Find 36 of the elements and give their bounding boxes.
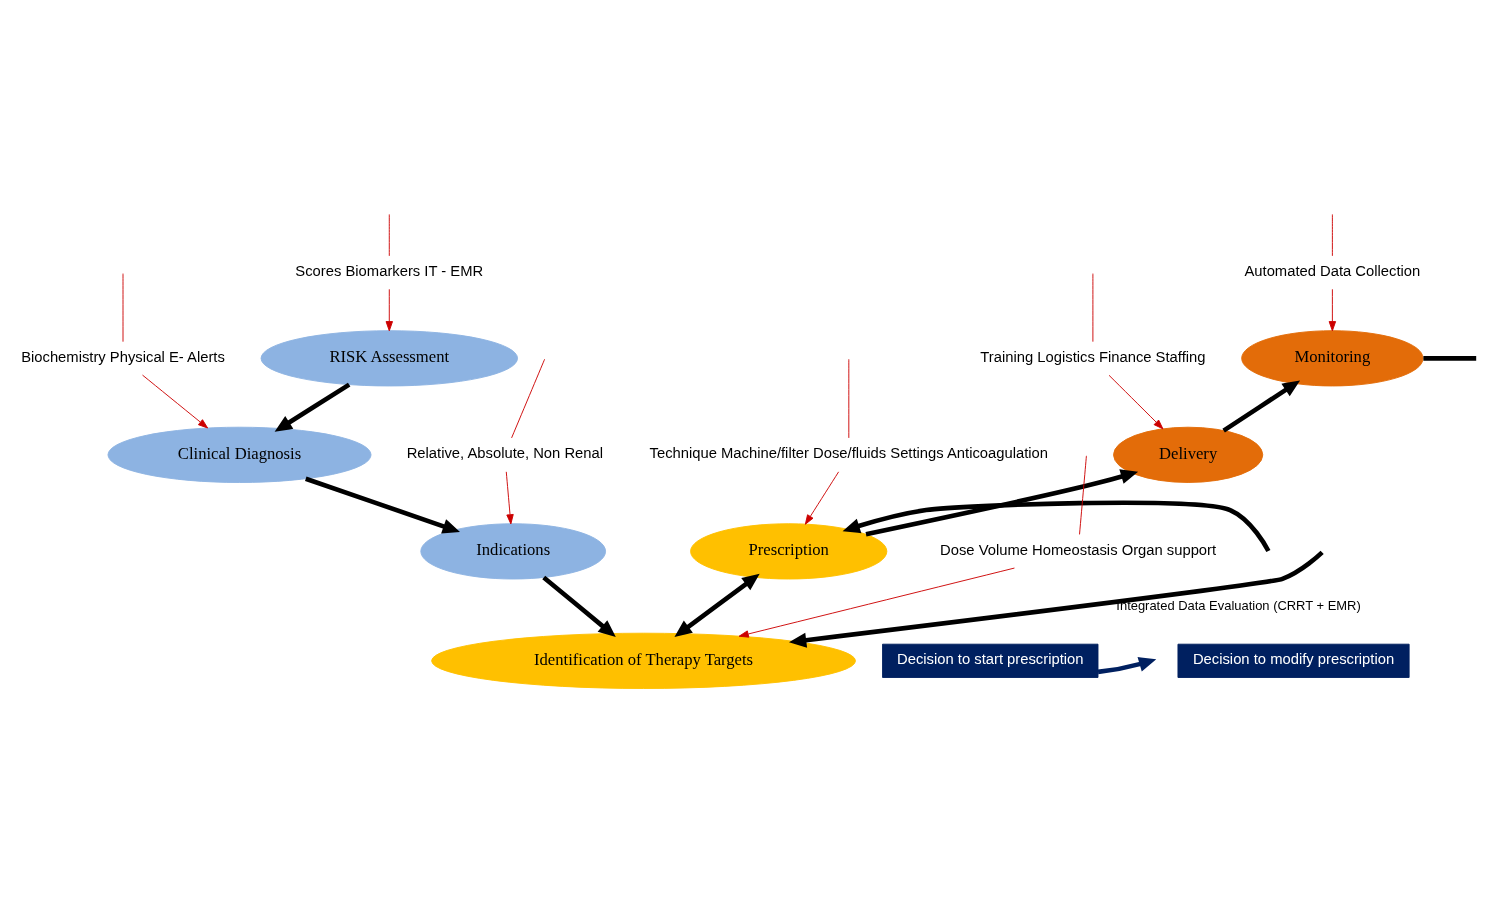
- arrow: [865, 469, 1139, 537]
- node-text: Automated Data Collection: [1244, 263, 1421, 280]
- node-ellipse: RISK Assessment: [260, 330, 518, 387]
- arrow: [385, 288, 393, 332]
- arrow: [1222, 380, 1301, 433]
- connector: [1079, 455, 1087, 535]
- arrow: [1328, 288, 1337, 332]
- connector: [388, 213, 390, 257]
- arrow: [542, 575, 616, 637]
- edge-label: Integrated Data Evaluation (CRRT + EMR): [1116, 597, 1361, 613]
- arrow: [738, 567, 1015, 638]
- arrow: [142, 374, 209, 429]
- node-text: Relative, Absolute, Non Renal: [406, 445, 604, 462]
- arrow: [804, 471, 840, 525]
- connector: [1423, 356, 1477, 361]
- node-text: Training Logistics Finance Staffing: [980, 348, 1206, 365]
- connector: [1331, 213, 1333, 257]
- node-box: Decision to start prescription: [882, 643, 1099, 678]
- arrow: [274, 382, 351, 432]
- arrow: [1108, 374, 1164, 430]
- node-ellipse: Clinical Diagnosis: [107, 426, 372, 483]
- node-ellipse: Indications: [420, 523, 606, 580]
- connector: [511, 358, 546, 439]
- arrow: [789, 550, 1324, 648]
- node-text: Technique Machine/filter Dose/fluids Settings Anticoagulation: [649, 445, 1049, 462]
- arrow: [1097, 656, 1157, 675]
- node-text: Dose Volume Homeostasis Organ support: [940, 541, 1217, 558]
- arrow: [305, 476, 460, 534]
- node-box: Decision to modify prescription: [1177, 643, 1410, 678]
- arrow: [842, 500, 1271, 553]
- node-ellipse: Monitoring: [1241, 330, 1424, 387]
- node-ellipse: Prescription: [690, 523, 888, 580]
- node-text: Biochemistry Physical E- Alerts: [21, 348, 225, 365]
- arrow: [674, 573, 760, 637]
- node-text: Scores Biomarkers IT - EMR: [295, 263, 484, 280]
- arrow: [505, 471, 514, 525]
